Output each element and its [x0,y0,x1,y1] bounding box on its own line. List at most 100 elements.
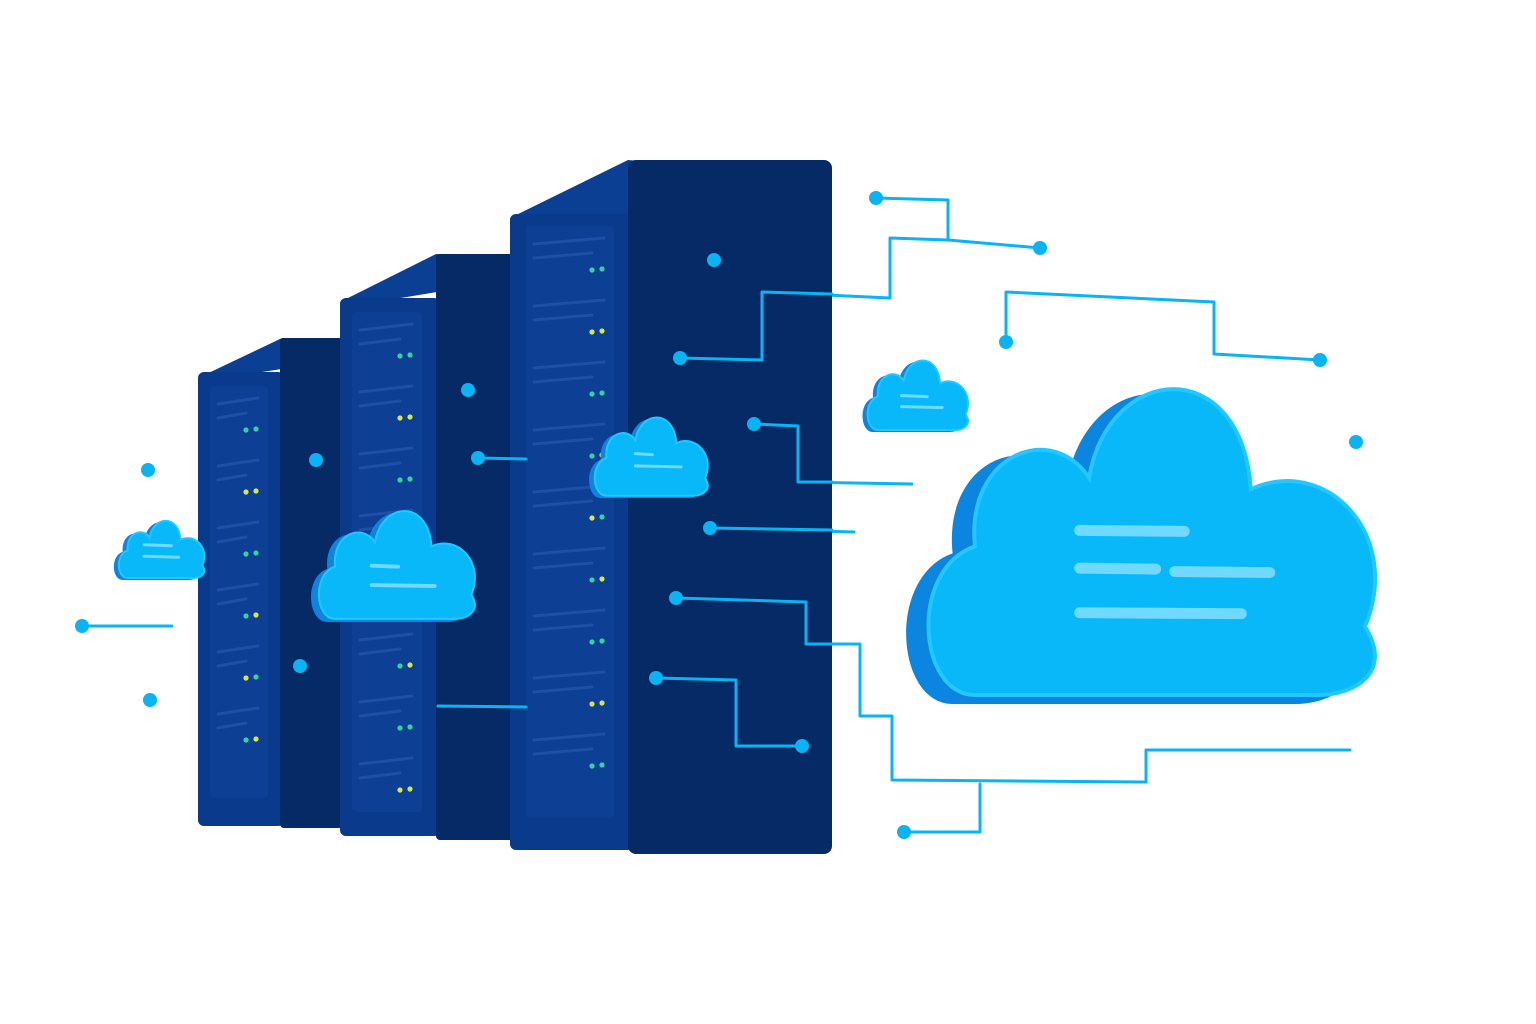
cloud-text-line [1074,607,1247,620]
vent-line [358,694,414,704]
vent-line [216,597,248,606]
node-dot [141,463,155,477]
node-dot [1349,435,1363,449]
cloud-text-line [142,543,173,548]
circuit-trace-icon [708,526,834,532]
vent-line [532,670,606,680]
cloud-text-line [142,554,181,559]
status-led [397,353,403,359]
circuit-trace-icon [674,596,834,646]
vent-line [216,473,248,482]
rack-status-leds [589,266,605,769]
vent-line [358,384,414,394]
vent-line [532,623,594,632]
status-led [407,724,413,730]
status-led [599,266,605,272]
node-dot [795,739,809,753]
node-dot [703,521,717,535]
vent-line [216,659,248,668]
vent-line [358,709,402,718]
status-led [243,613,249,619]
vent-line [358,446,414,456]
status-led [397,415,403,421]
vent-line [532,298,606,308]
cloud-face [926,387,1378,697]
status-led [589,391,595,397]
status-led [253,736,259,742]
vent-line [532,546,606,556]
status-led [253,674,259,680]
status-led [589,639,595,645]
status-led [243,551,249,557]
cloud-icon [862,359,969,432]
status-led [589,267,595,273]
vent-line [532,732,606,742]
status-led [599,328,605,334]
node-dot [75,619,89,633]
circuit-trace-icon [902,782,982,834]
circuit-trace-icon [1004,290,1322,362]
status-led [407,662,413,668]
status-led [599,576,605,582]
node-dot [999,335,1013,349]
vent-line [358,632,414,642]
cloud-text-line [633,464,683,469]
cloud-text-line [1169,566,1276,579]
node-dot [1313,353,1327,367]
cloud-text-line [369,563,401,569]
vent-line [216,535,248,544]
vent-line [216,396,260,406]
vent-line [358,756,414,766]
cloud-icon [311,510,476,622]
vent-line [532,375,594,384]
cloud-text-line [1074,562,1162,575]
status-led [407,352,413,358]
circuit-trace-icon [436,704,528,709]
circuit-trace-icon [752,422,834,484]
vent-line [532,360,606,370]
vent-line [358,337,402,346]
vent-line [532,685,594,694]
status-led [599,638,605,644]
status-led [243,489,249,495]
vent-line [358,647,402,656]
cloud-icon [589,416,709,498]
vent-line [358,771,402,780]
node-dot [707,253,721,267]
node-dot [143,693,157,707]
vent-line [532,561,594,570]
vent-line [216,520,260,530]
cloud-text-line [900,405,944,410]
status-led [253,426,259,432]
vent-line [216,582,260,592]
cloud-icon [113,520,206,580]
status-led [243,427,249,433]
vent-line [532,437,594,446]
status-led [253,612,259,618]
status-led [589,453,595,459]
status-led [599,762,605,768]
server-rack-icon [510,160,832,854]
status-led [589,763,595,769]
node-dot [669,591,683,605]
status-led [589,577,595,583]
status-led [407,414,413,420]
node-dot [471,451,485,465]
vent-line [216,706,260,716]
status-led [253,550,259,556]
status-led [599,390,605,396]
circuit-trace-icon [654,676,804,748]
cloud-text-line [900,394,929,399]
vent-line [532,608,606,618]
vent-line [216,721,248,730]
vent-line [358,461,402,470]
vent-line [532,251,594,260]
node-dot [897,825,911,839]
status-led [397,787,403,793]
vent-line [358,399,402,408]
rack-vents [532,236,606,756]
status-led [397,477,403,483]
node-dot [309,453,323,467]
cloud-text-line [1074,524,1190,537]
